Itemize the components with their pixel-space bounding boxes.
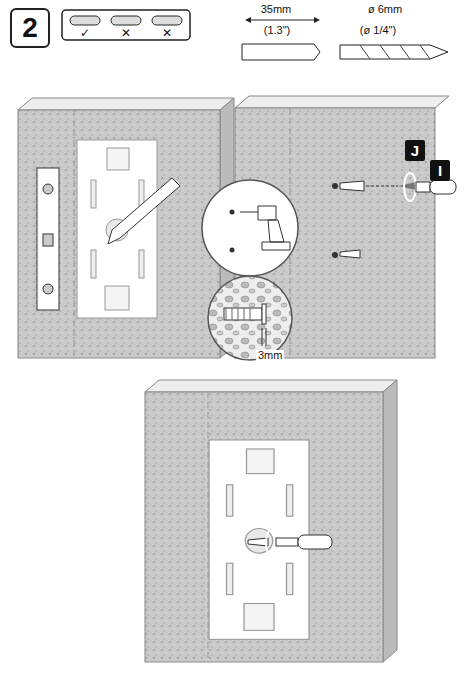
dimension: 35mm bbox=[261, 4, 292, 15]
node-text: I bbox=[438, 162, 442, 179]
dimension: (1.3") bbox=[264, 25, 291, 36]
cross-mark: ✕ bbox=[162, 27, 172, 39]
dimension: (ø 1/4") bbox=[360, 25, 396, 36]
callout-letter: J bbox=[405, 140, 425, 161]
callout-letter: I bbox=[430, 160, 450, 181]
check-mark: ✓ bbox=[80, 27, 90, 39]
dimension: 3mm bbox=[256, 350, 284, 361]
node-text: J bbox=[411, 142, 419, 159]
cross-mark: ✕ bbox=[121, 27, 131, 39]
step-number: 2 bbox=[10, 8, 50, 48]
node-text: 2 bbox=[22, 12, 38, 44]
dimension: ø 6mm bbox=[368, 4, 402, 15]
